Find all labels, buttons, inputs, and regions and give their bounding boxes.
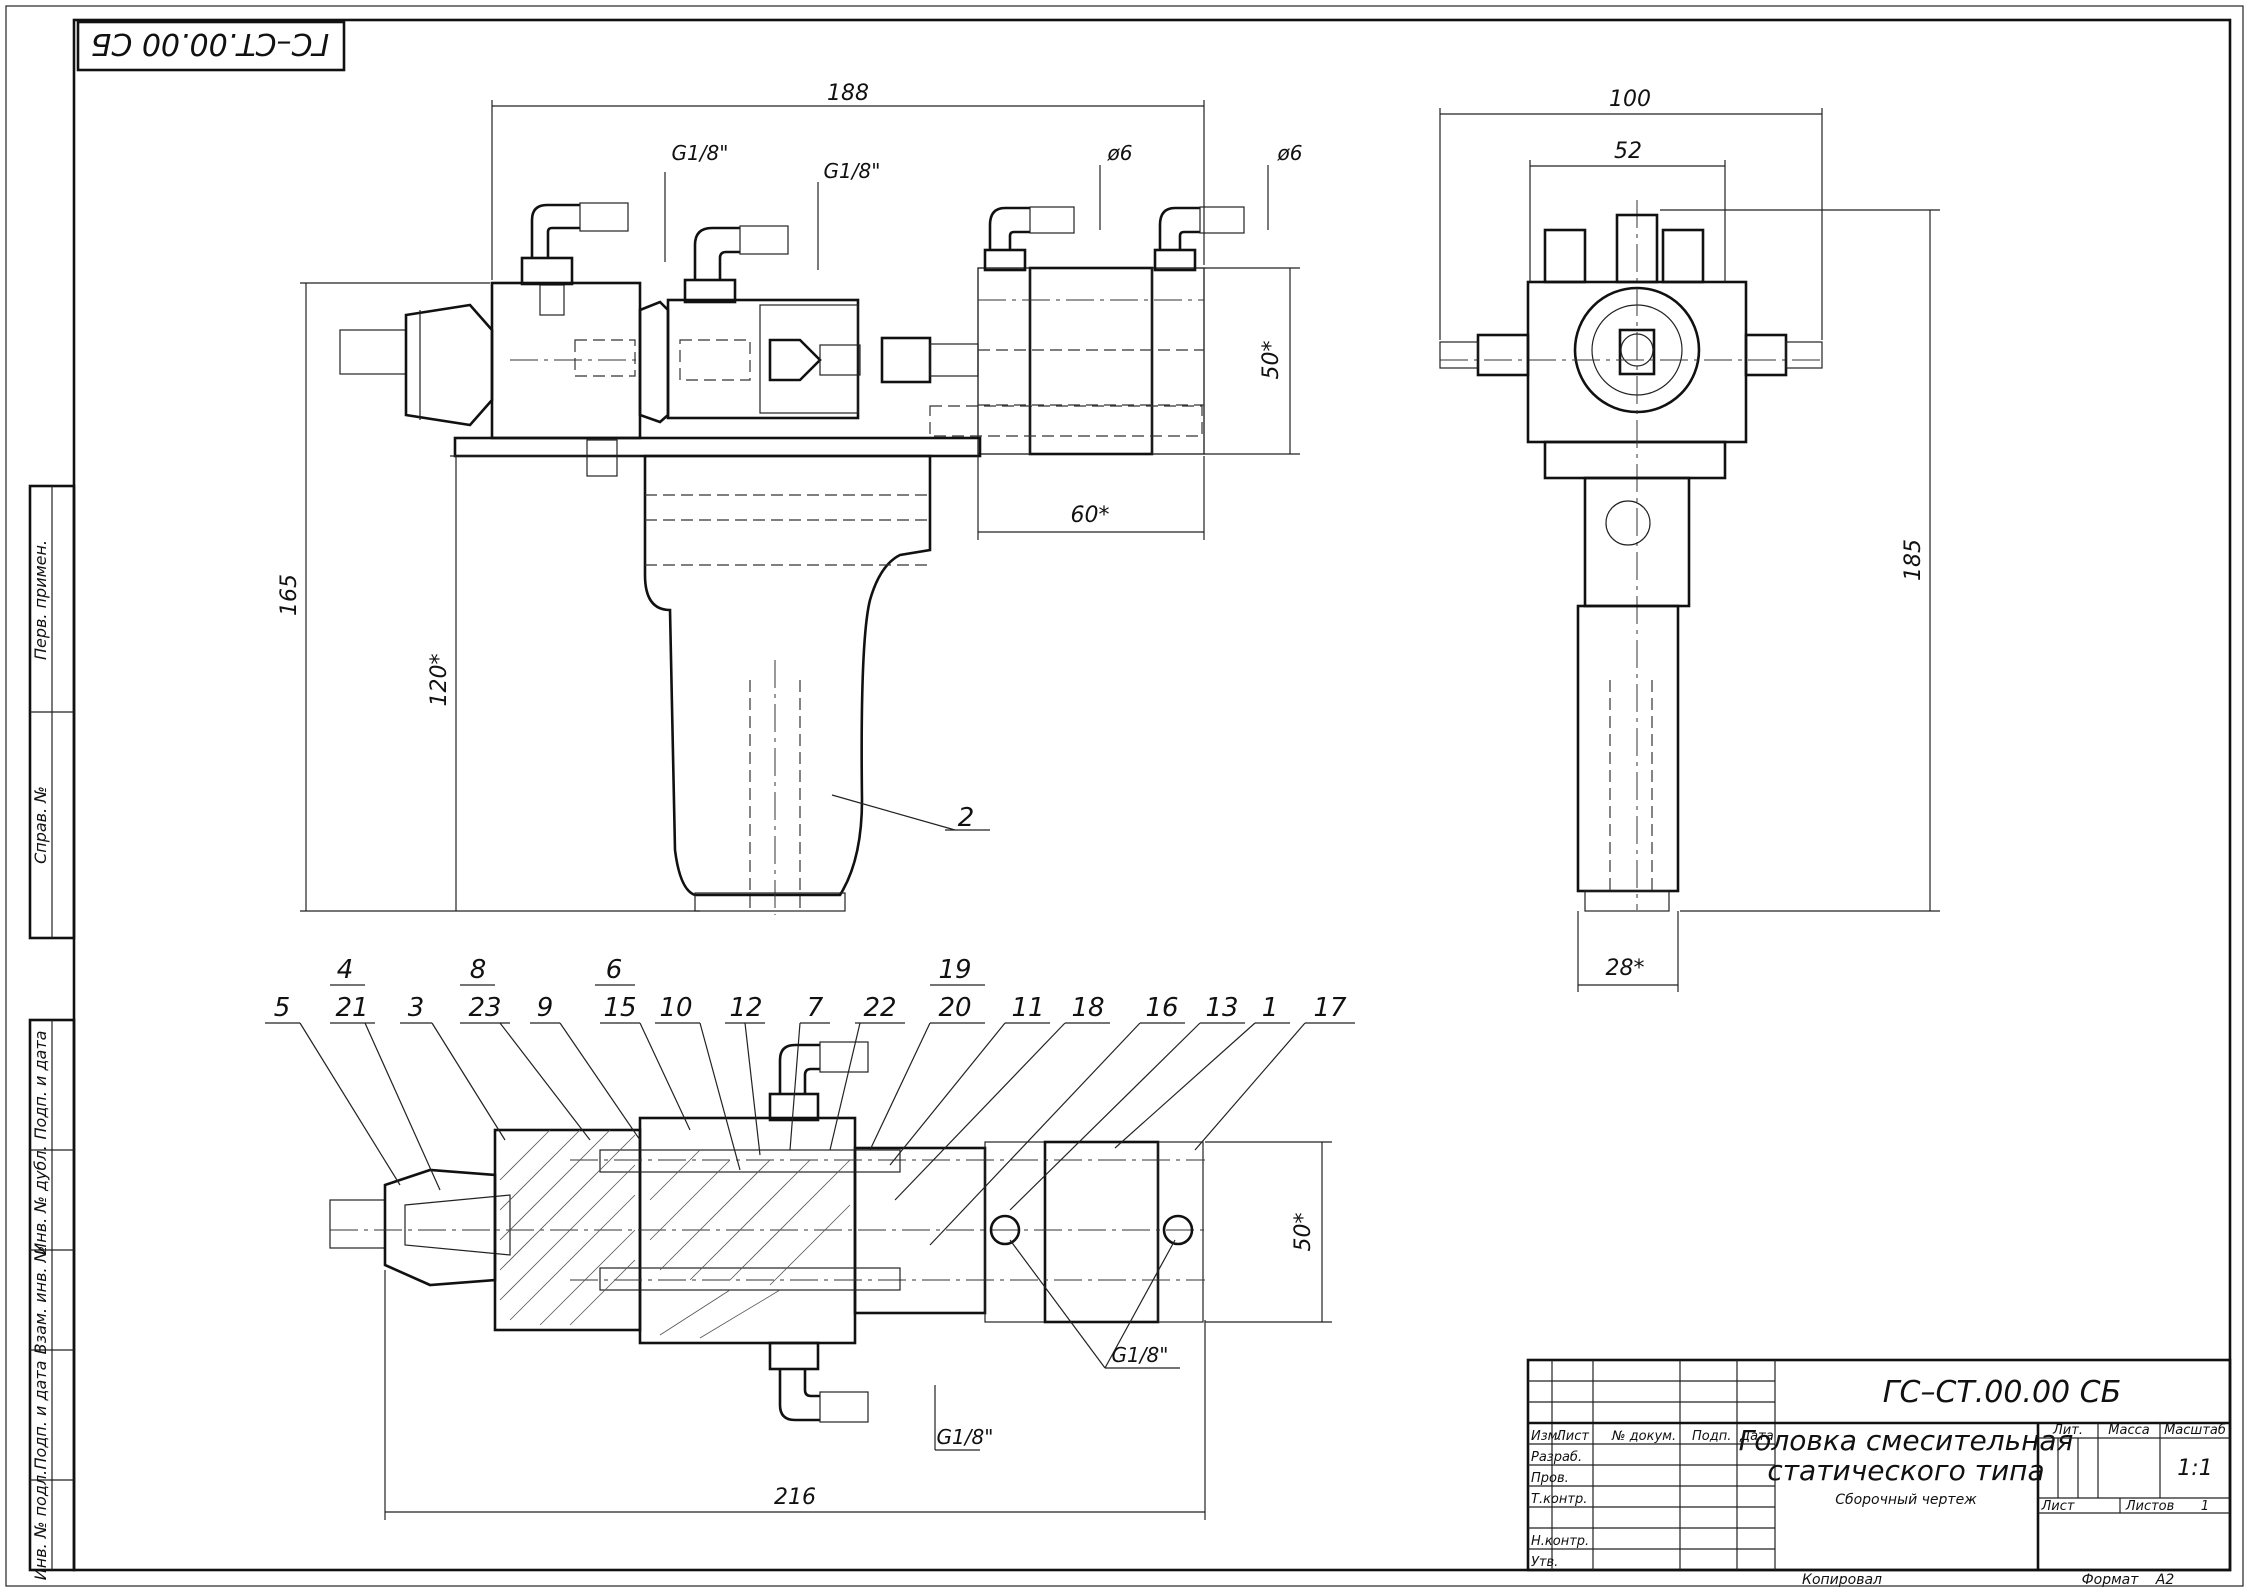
callout-15: 15 bbox=[603, 993, 636, 1023]
tb-designation: ГС–СТ.00.00 СБ bbox=[1883, 1375, 2121, 1410]
dim-g18-c: G1/8" bbox=[1112, 1343, 1169, 1367]
label-podp-data-2: Подп. и дата bbox=[31, 1361, 50, 1470]
dim-g18-a: G1/8" bbox=[672, 141, 729, 165]
dim-216: 216 bbox=[774, 1485, 816, 1510]
dim-52: 52 bbox=[1614, 139, 1642, 164]
callout-6: 6 bbox=[606, 955, 623, 985]
mirrored-designation-box: ГС–СТ.00.00 СБ bbox=[76, 20, 346, 72]
tb-ndoc: № докум. bbox=[1611, 1429, 1676, 1444]
title-block: Изм. Лист № докум. Подп. Дата Разраб. Пр… bbox=[1526, 1358, 2232, 1572]
fitting-top-3 bbox=[983, 206, 1075, 272]
tb-sheet: Лист bbox=[2041, 1499, 2075, 1514]
callout-9: 9 bbox=[537, 993, 554, 1023]
dim-60: 60* bbox=[1071, 503, 1110, 528]
dim-g18-b: G1/8" bbox=[824, 159, 881, 183]
mirrored-designation: ГС–СТ.00.00 СБ bbox=[91, 26, 329, 61]
callout-5: 5 bbox=[274, 993, 291, 1023]
tb-nkontr: Н.контр. bbox=[1531, 1534, 1589, 1549]
footer-format-label: Формат bbox=[2082, 1572, 2140, 1588]
tb-massa: Масса bbox=[2108, 1423, 2149, 1438]
left-margin-columns: Перв. примен. Справ. № Подп. и дата Инв.… bbox=[28, 484, 76, 1580]
label-inv-dubl: Инв. № дубл. bbox=[31, 1145, 50, 1254]
tb-scale: 1:1 bbox=[2177, 1456, 2212, 1481]
dim-g18-d: G1/8" bbox=[937, 1425, 994, 1449]
fitting-top-4 bbox=[1153, 206, 1245, 272]
tb-sheets: Листов bbox=[2125, 1499, 2175, 1514]
tb-title-line2: статического типа bbox=[1767, 1454, 2044, 1487]
dim-100: 100 bbox=[1609, 87, 1651, 112]
tb-razrab: Разраб. bbox=[1531, 1450, 1582, 1465]
label-perv-primen: Перв. примен. bbox=[31, 540, 50, 660]
tb-masshtab: Масштаб bbox=[2164, 1423, 2226, 1438]
front-view-dimensions: 188 G1/8" G1/8" ø6 ø6 50* 60* 165 120* bbox=[277, 81, 1303, 912]
callout-21: 21 bbox=[335, 993, 368, 1023]
callout-12: 12 bbox=[729, 993, 762, 1023]
dim-phi6-b: ø6 bbox=[1277, 141, 1303, 165]
dim-185: 185 bbox=[1901, 539, 1926, 581]
section-callouts: 4 8 6 19 5 21 3 23 9 15 10 12 7 bbox=[265, 955, 1355, 1246]
dim-50-top: 50* bbox=[1259, 341, 1284, 380]
label-vzam-inv: Взам. инв. № bbox=[31, 1246, 50, 1355]
side-view bbox=[1439, 200, 1823, 912]
section-view-dimensions: 216 50* G1/8" G1/8" bbox=[384, 1141, 1332, 1520]
tb-data: Дата bbox=[1739, 1429, 1774, 1444]
callout-18: 18 bbox=[1071, 993, 1104, 1023]
callout-16: 16 bbox=[1145, 993, 1178, 1023]
tb-title-line1: Головка смесительная bbox=[1739, 1424, 2074, 1457]
drawing-frame bbox=[72, 18, 2232, 1572]
callout-17: 17 bbox=[1313, 993, 1347, 1023]
callout-10: 10 bbox=[659, 993, 692, 1023]
dim-50-bot: 50* bbox=[1291, 1213, 1316, 1252]
label-podp-data-1: Подп. и дата bbox=[31, 1031, 50, 1140]
footer-format: А2 bbox=[2155, 1572, 2175, 1588]
callout-22: 22 bbox=[863, 993, 896, 1023]
label-sprav-no: Справ. № bbox=[31, 786, 50, 864]
tb-list: Лист bbox=[1555, 1429, 1589, 1444]
tb-tkontr: Т.контр. bbox=[1531, 1492, 1587, 1507]
handle-part-2 bbox=[643, 454, 932, 897]
dim-120: 120* bbox=[427, 654, 452, 707]
dim-28: 28* bbox=[1606, 956, 1645, 981]
tb-sheets-value: 1 bbox=[2201, 1499, 2209, 1514]
callout-7: 7 bbox=[807, 993, 824, 1023]
callout-23: 23 bbox=[468, 993, 501, 1023]
front-view: 2 bbox=[339, 202, 1245, 915]
side-view-dimensions: 100 52 185 28* bbox=[1439, 87, 1940, 992]
fitting-top-2 bbox=[683, 225, 789, 304]
dim-188: 188 bbox=[827, 81, 869, 106]
dim-phi6-a: ø6 bbox=[1107, 141, 1133, 165]
callout-8: 8 bbox=[470, 955, 487, 985]
tb-izm: Изм. bbox=[1531, 1429, 1562, 1444]
tb-doc-type: Сборочный чертеж bbox=[1835, 1492, 1977, 1508]
callout-2: 2 bbox=[958, 803, 975, 833]
fitting-top-1 bbox=[520, 202, 629, 286]
tb-prov: Пров. bbox=[1531, 1471, 1569, 1486]
callout-20: 20 bbox=[938, 993, 971, 1023]
label-inv-podl: Инв. № подл. bbox=[31, 1470, 50, 1580]
tb-utv: Утв. bbox=[1531, 1555, 1558, 1570]
tb-lit: Лит. bbox=[2052, 1423, 2083, 1438]
callout-13: 13 bbox=[1205, 993, 1238, 1023]
section-view bbox=[329, 1041, 1205, 1423]
callout-11: 11 bbox=[1011, 993, 1044, 1023]
outer-frame bbox=[5, 5, 2244, 1587]
dim-165: 165 bbox=[277, 574, 302, 616]
callout-4: 4 bbox=[337, 955, 354, 985]
tb-podp: Подп. bbox=[1692, 1429, 1731, 1444]
callout-1: 1 bbox=[1262, 993, 1279, 1023]
callout-19: 19 bbox=[938, 955, 971, 985]
footer-copied: Копировал bbox=[1802, 1572, 1882, 1588]
callout-3: 3 bbox=[408, 993, 425, 1023]
